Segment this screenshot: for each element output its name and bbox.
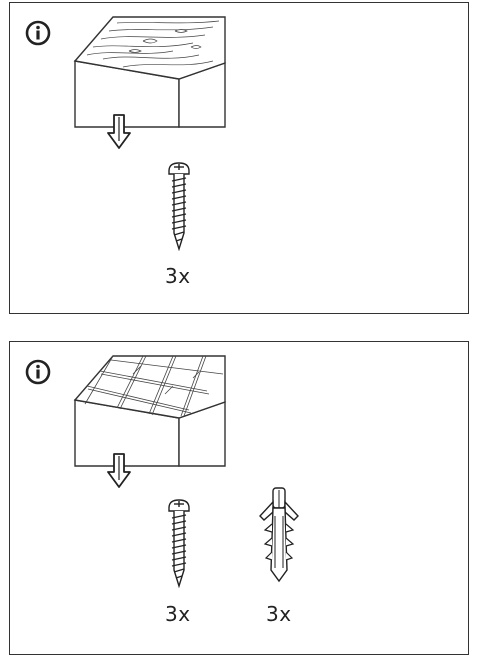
screw-icon <box>168 162 190 251</box>
down-arrow-icon <box>107 453 131 488</box>
info-circle-icon <box>25 359 51 385</box>
wall-plug-icon <box>259 487 299 583</box>
wood-surface-illustration <box>73 16 226 128</box>
screw-quantity: 3x <box>165 602 191 626</box>
screw-icon <box>168 499 190 588</box>
wall-plug-quantity: 3x <box>266 602 292 626</box>
info-circle-icon <box>25 20 51 46</box>
screw-quantity: 3x <box>165 264 191 288</box>
instruction-panel-wood: 3x <box>9 2 469 314</box>
down-arrow-icon <box>107 114 131 149</box>
tile-surface-illustration <box>73 355 226 467</box>
instruction-panel-tile: 3x 3x <box>9 341 469 655</box>
